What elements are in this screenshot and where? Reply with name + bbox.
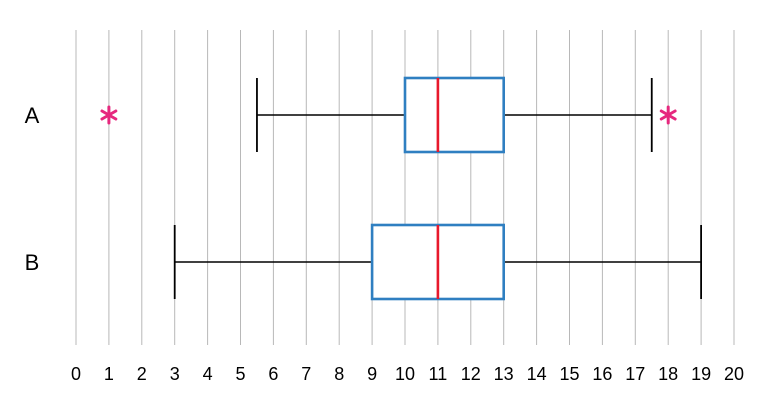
x-tick-label: 4 <box>203 364 213 384</box>
x-tick-label: 13 <box>494 364 514 384</box>
box-plots <box>100 76 702 301</box>
outlier-stroke <box>100 109 118 121</box>
box-plot-b <box>173 223 702 301</box>
x-tick-label: 17 <box>625 364 645 384</box>
outlier-stroke <box>659 109 677 121</box>
x-tick-label: 19 <box>691 364 711 384</box>
x-tick-label: 10 <box>395 364 415 384</box>
box-plot-a <box>100 76 677 154</box>
x-tick-label: 15 <box>559 364 579 384</box>
x-tick-label: 3 <box>170 364 180 384</box>
category-label-a: A <box>25 103 40 128</box>
x-tick-label: 8 <box>334 364 344 384</box>
x-tick-label: 20 <box>724 364 744 384</box>
outlier-marker <box>100 105 118 125</box>
x-tick-label: 16 <box>592 364 612 384</box>
x-tick-label: 6 <box>268 364 278 384</box>
category-label-b: B <box>25 250 40 275</box>
outlier-marker <box>659 105 677 125</box>
x-tick-label: 0 <box>71 364 81 384</box>
x-tick-label: 2 <box>137 364 147 384</box>
x-tick-label: 5 <box>235 364 245 384</box>
iqr-box <box>403 76 505 154</box>
x-tick-label: 7 <box>301 364 311 384</box>
x-tick-label: 14 <box>527 364 547 384</box>
x-tick-label: 18 <box>658 364 678 384</box>
x-tick-label: 12 <box>461 364 481 384</box>
x-tick-label: 1 <box>104 364 114 384</box>
x-tick-label: 11 <box>429 364 448 384</box>
category-labels: AB <box>25 103 40 275</box>
x-tick-label: 9 <box>367 364 377 384</box>
